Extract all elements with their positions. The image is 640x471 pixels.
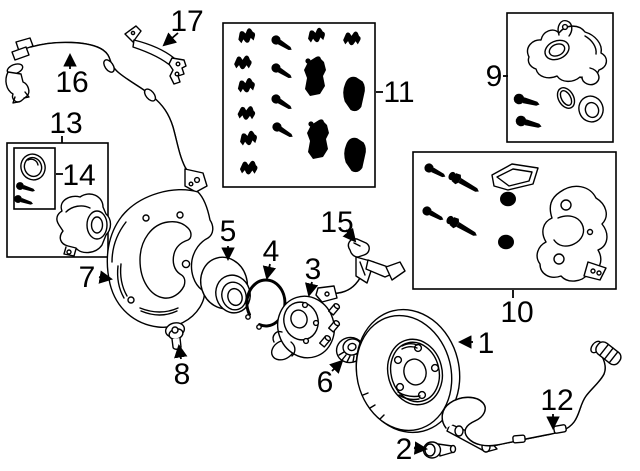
callout-14-label: 14 (62, 159, 95, 192)
callout-16: 16 (55, 52, 89, 99)
callout-4-leader (262, 263, 277, 280)
callout-13-label: 13 (49, 107, 82, 140)
sensor-bracket (124, 25, 187, 85)
callout-8-label: 8 (174, 358, 191, 391)
callout-5-label: 5 (220, 215, 237, 248)
callout-16-label: 16 (55, 66, 88, 99)
callout-2-label: 2 (396, 433, 413, 466)
rotor-set-screw (422, 441, 457, 459)
callout-5: 5 (220, 215, 237, 262)
callout-10: 10 (500, 290, 534, 329)
callout-9-label: 9 (486, 60, 503, 93)
callout-3-leader (305, 281, 319, 297)
callout-1-label: 1 (478, 327, 495, 360)
pad-shim-plate (491, 163, 539, 191)
callout-12-label: 12 (540, 384, 573, 417)
callout-12: 12 (540, 384, 574, 431)
callout-7: 7 (79, 261, 113, 294)
callout-15: 15 (320, 206, 357, 243)
callout-4-label: 4 (263, 235, 280, 268)
callout-11: 11 (376, 76, 415, 109)
piston-seal-ring (556, 87, 576, 109)
callout-2: 2 (396, 433, 429, 466)
brake-caliper (526, 19, 608, 86)
callout-6-leader (329, 359, 344, 374)
callout-9: 9 (486, 60, 508, 93)
callout-8-leader (174, 343, 188, 360)
parking-brake-actuator (56, 193, 112, 257)
callout-2-leader (413, 441, 429, 455)
callout-13: 13 (49, 107, 83, 143)
callout-6-label: 6 (317, 366, 334, 399)
caliper-bracket (536, 185, 608, 282)
brake-rotor (355, 308, 461, 434)
callout-3-label: 3 (305, 253, 322, 286)
actuator-seal (20, 153, 46, 181)
callout-17: 17 (162, 5, 204, 47)
callout-1: 1 (457, 327, 495, 360)
abs-sensor-lower (315, 238, 406, 303)
callout-11-label: 11 (383, 76, 414, 109)
piston-boot (578, 95, 604, 123)
callout-14: 14 (56, 159, 96, 192)
callout-4: 4 (262, 235, 280, 280)
callout-17-label: 17 (170, 5, 203, 38)
hub-assembly (270, 288, 341, 361)
wire-harness (441, 340, 622, 453)
callout-3: 3 (305, 253, 322, 297)
shield-bolt (164, 322, 186, 350)
callout-7-leader (98, 270, 113, 284)
snap-ring (245, 278, 287, 330)
callout-8: 8 (174, 343, 191, 391)
callout-10-label: 10 (500, 296, 533, 329)
callout-7-label: 7 (79, 261, 96, 294)
abs-sensor (5, 37, 208, 193)
wheel-bearing (199, 256, 251, 314)
callout-6: 6 (317, 359, 344, 399)
callout-15-leader (342, 227, 357, 243)
splash-shield (106, 188, 214, 328)
callout-17-leader (162, 32, 179, 47)
